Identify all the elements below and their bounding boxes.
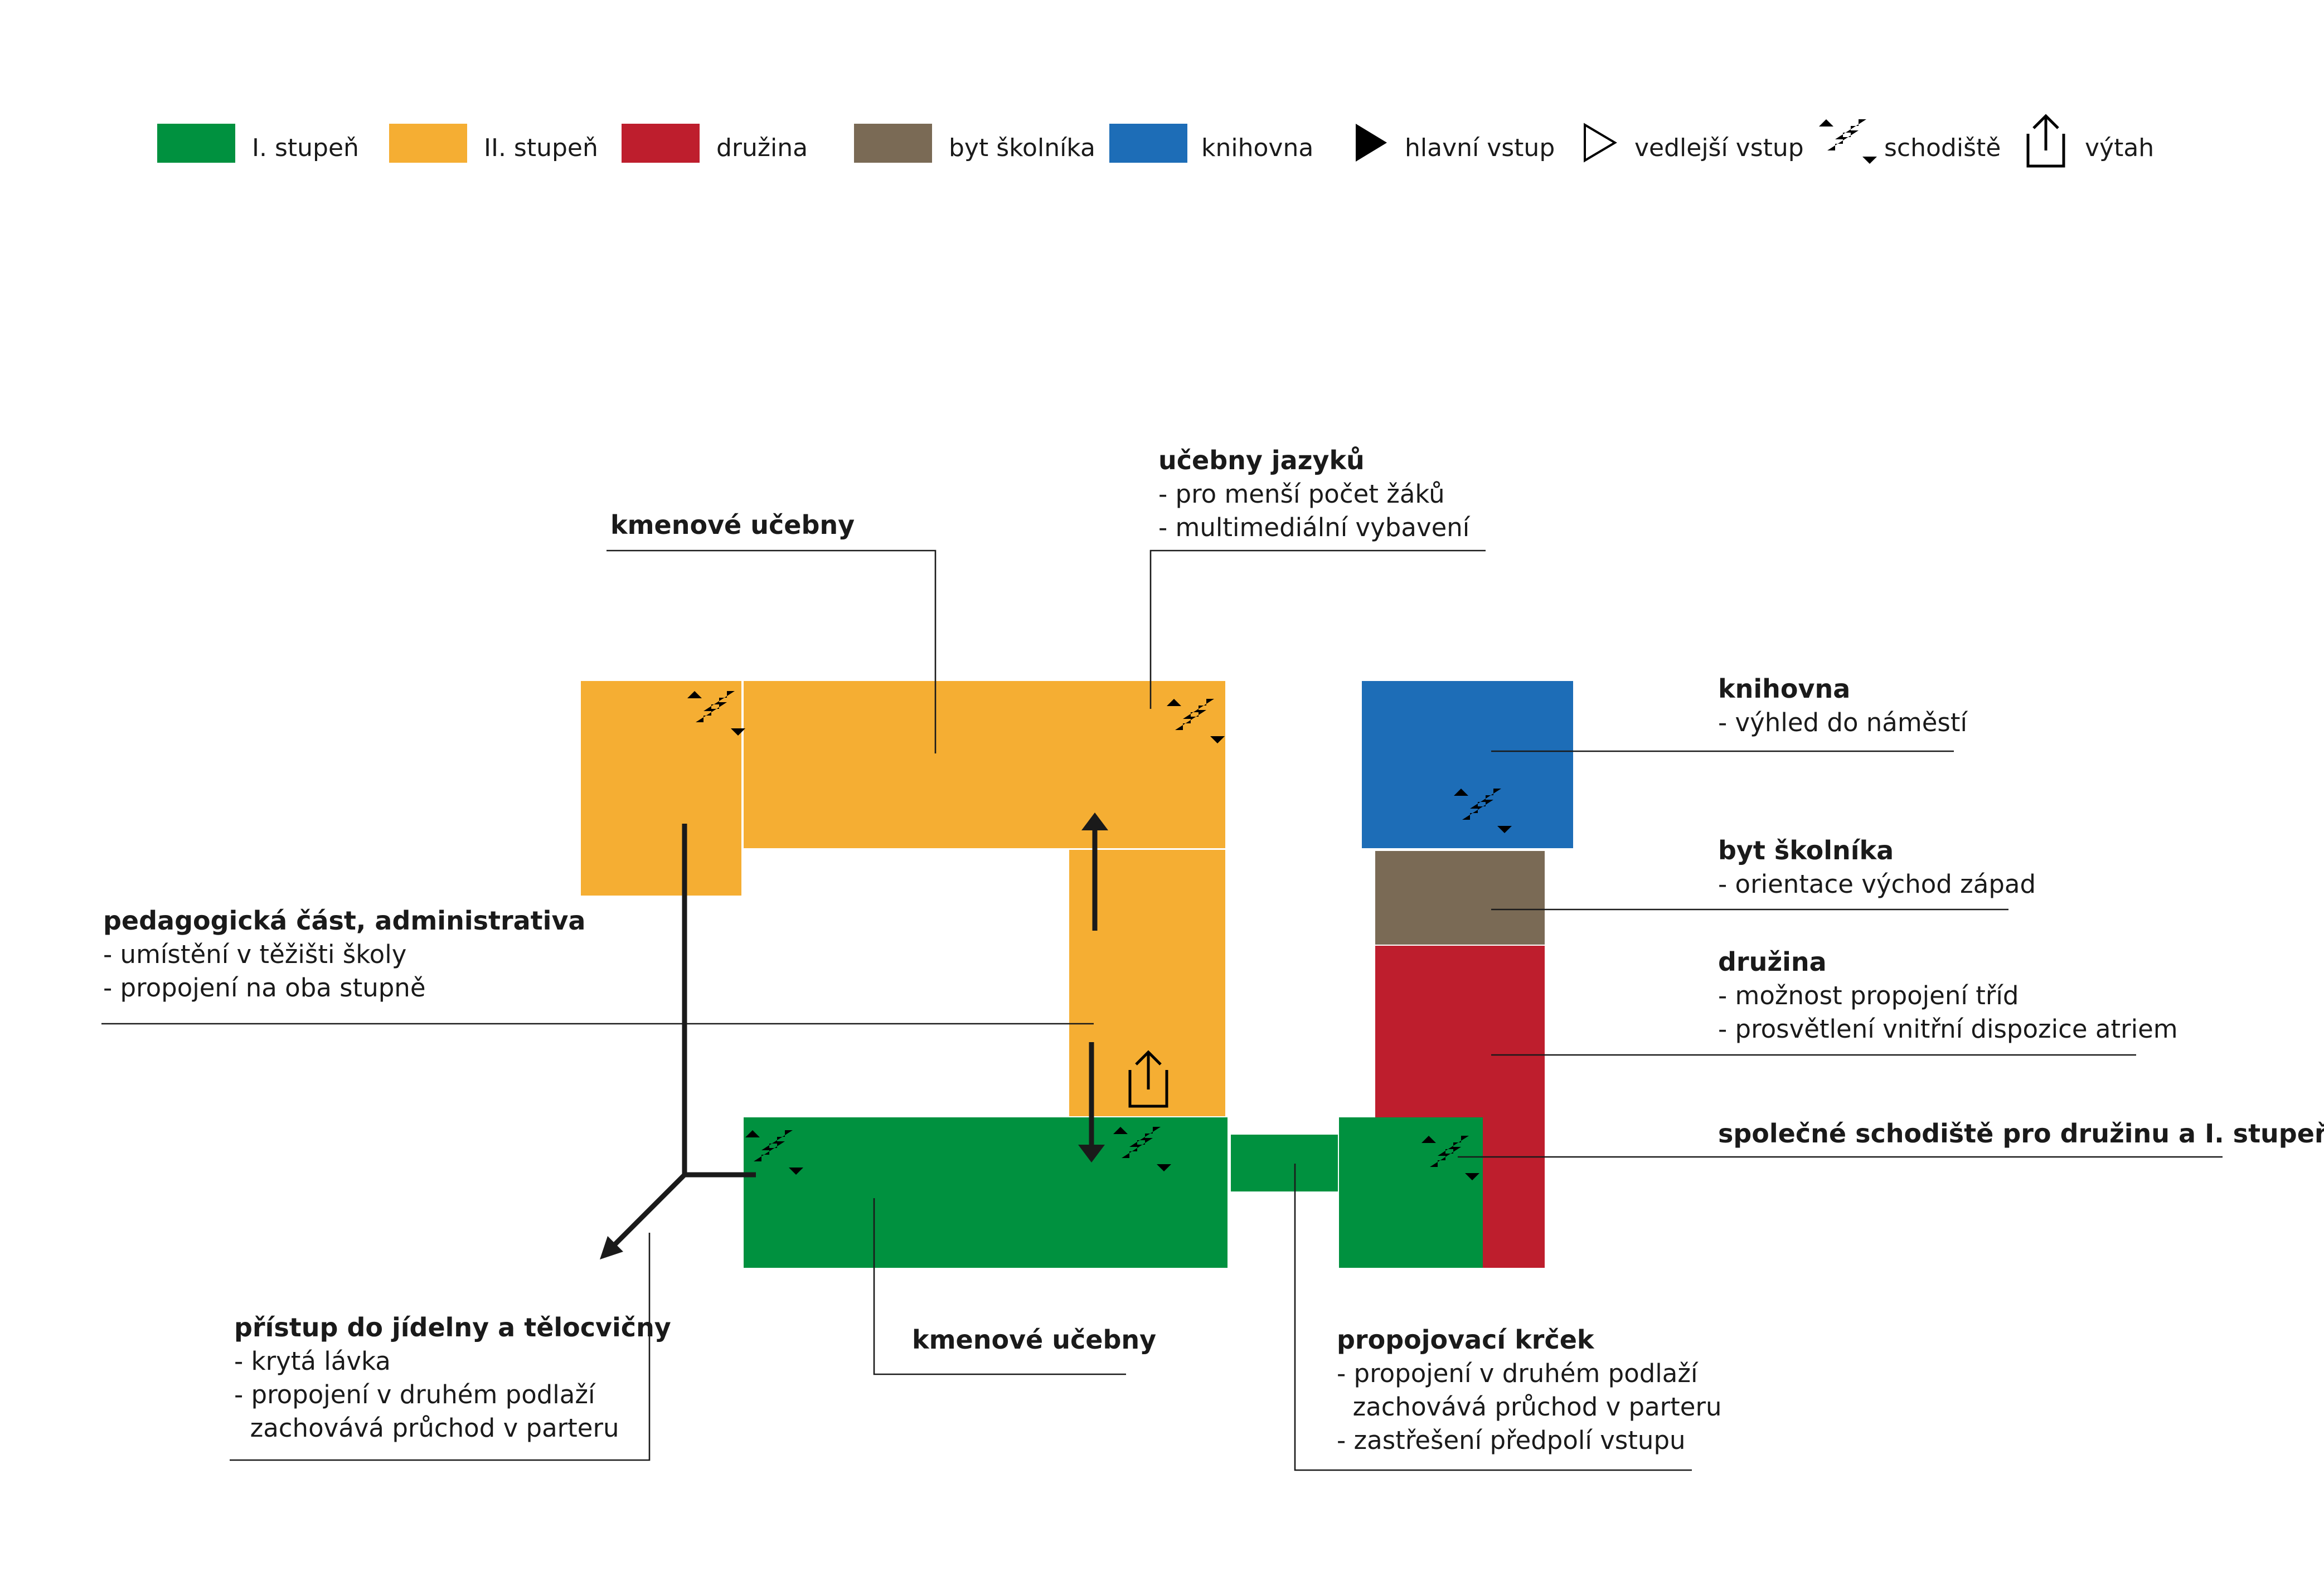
leader-pristup (230, 1233, 651, 1461)
circulation-arrows (600, 813, 1108, 1259)
annotations: kmenové učebny učebny jazyků - pro menší… (103, 445, 2324, 1455)
building-blocks (581, 681, 1573, 1268)
legend: I. stupeň II. stupeň družina byt školník… (157, 114, 2154, 168)
legend-item-schodiste: schodiště (1819, 119, 2001, 164)
label-krcek-line: - zastřešení předpolí vstupu (1337, 1426, 1686, 1455)
label-pedagogicka-title: pedagogická část, administrativa (103, 906, 585, 936)
label-kmenove-bottom-title: kmenové učebny (912, 1325, 1156, 1355)
legend-swatch-knihovna (1109, 124, 1187, 163)
legend-item-stupen2: II. stupeň (389, 124, 598, 163)
legend-item-hlavni-vstup: hlavní vstup (1356, 124, 1555, 162)
label-knihovna: knihovna - výhled do náměstí (1718, 674, 1968, 737)
legend-swatch-byt (854, 124, 932, 163)
elevator-icon (2026, 114, 2065, 168)
leader-kmenove-top (607, 549, 937, 753)
leader-jazyky (1149, 549, 1486, 709)
block-stupen2-north (744, 681, 1225, 848)
label-pristup-title: přístup do jídelny a tělocvičny (234, 1312, 671, 1342)
legend-label-stupen1: I. stupeň (252, 134, 359, 162)
label-knihovna-line: - výhled do náměstí (1718, 708, 1968, 737)
filled-triangle-icon (1356, 124, 1387, 162)
legend-item-vedlejsi-vstup: vedlejší vstup (1584, 123, 1804, 163)
circulation-symbols (687, 691, 1512, 1180)
legend-item-knihovna: knihovna (1109, 124, 1313, 163)
label-krcek-title: propojovací krček (1337, 1325, 1595, 1355)
legend-swatch-stupen2 (389, 124, 467, 163)
legend-item-vytah: výtah (2026, 114, 2154, 168)
stairs-icon (1819, 119, 1877, 164)
label-pristup-line: - propojení v druhém podlaží (234, 1380, 596, 1409)
label-knihovna-title: knihovna (1718, 674, 1850, 704)
label-byt-title: byt školníka (1718, 835, 1894, 865)
legend-label-byt: byt školníka (949, 134, 1095, 162)
label-pedagogicka-line: - umístění v těžišti školy (103, 940, 406, 969)
label-jazyky-line: - multimediální vybavení (1158, 513, 1471, 542)
label-spolecne-title: společné schodiště pro družinu a I. stup… (1718, 1118, 2324, 1149)
label-krcek-line: zachovává průchod v parteru (1337, 1392, 1722, 1422)
label-jazyky-title: učebny jazyků (1158, 445, 1365, 475)
arrow-up-icon (1081, 813, 1108, 931)
leader-lines (101, 549, 2223, 1471)
block-krcek (1231, 1135, 1338, 1191)
label-jazyky-line: - pro menší počet žáků (1158, 479, 1445, 509)
label-druzina: družina - možnost propojení tříd - prosv… (1718, 947, 2178, 1044)
label-druzina-line: - možnost propojení tříd (1718, 981, 2019, 1010)
legend-label-schodiste: schodiště (1884, 134, 2001, 162)
legend-label-stupen2: II. stupeň (484, 134, 598, 162)
leader-krcek (1294, 1164, 1692, 1471)
walkway-arrow-icon (600, 824, 756, 1259)
legend-label-vytah: výtah (2085, 134, 2154, 162)
legend-label-vedlejsi-vstup: vedlejší vstup (1634, 134, 1804, 162)
label-druzina-line: - prosvětlení vnitřní dispozice atriem (1718, 1014, 2178, 1044)
legend-item-stupen1: I. stupeň (157, 124, 359, 163)
label-pristup: přístup do jídelny a tělocvičny - krytá … (234, 1312, 671, 1443)
arrow-down-icon (1078, 1042, 1105, 1162)
block-stupen1-main (744, 1117, 1228, 1268)
label-byt: byt školníka - orientace východ západ (1718, 835, 2036, 899)
label-kmenove-top-title: kmenové učebny (610, 510, 855, 540)
legend-item-druzina: družina (622, 124, 808, 163)
legend-label-hlavni-vstup: hlavní vstup (1405, 134, 1555, 162)
label-pedagogicka: pedagogická část, administrativa - umíst… (103, 906, 585, 1003)
outline-triangle-icon (1584, 123, 1617, 163)
block-stupen2-west (581, 681, 741, 896)
leader-kmenove-bottom (873, 1198, 1126, 1375)
label-krcek-line: - propojení v druhém podlaží (1337, 1359, 1699, 1388)
label-jazyky: učebny jazyků - pro menší počet žáků - m… (1158, 445, 1471, 542)
label-druzina-title: družina (1718, 947, 1827, 977)
label-krcek: propojovací krček - propojení v druhém p… (1337, 1325, 1722, 1455)
legend-item-byt: byt školníka (854, 124, 1095, 163)
label-pedagogicka-line: - propojení na oba stupně (103, 973, 426, 1003)
label-pristup-line: zachovává průchod v parteru (234, 1413, 619, 1443)
label-byt-line: - orientace východ západ (1718, 869, 2036, 899)
legend-label-druzina: družina (716, 134, 808, 162)
block-knihovna (1362, 681, 1573, 848)
elevator-icon (1128, 1050, 1168, 1108)
legend-swatch-stupen1 (157, 124, 235, 163)
legend-label-knihovna: knihovna (1201, 134, 1313, 162)
label-pristup-line: - krytá lávka (234, 1346, 391, 1376)
legend-swatch-druzina (622, 124, 700, 163)
block-byt (1375, 851, 1545, 945)
